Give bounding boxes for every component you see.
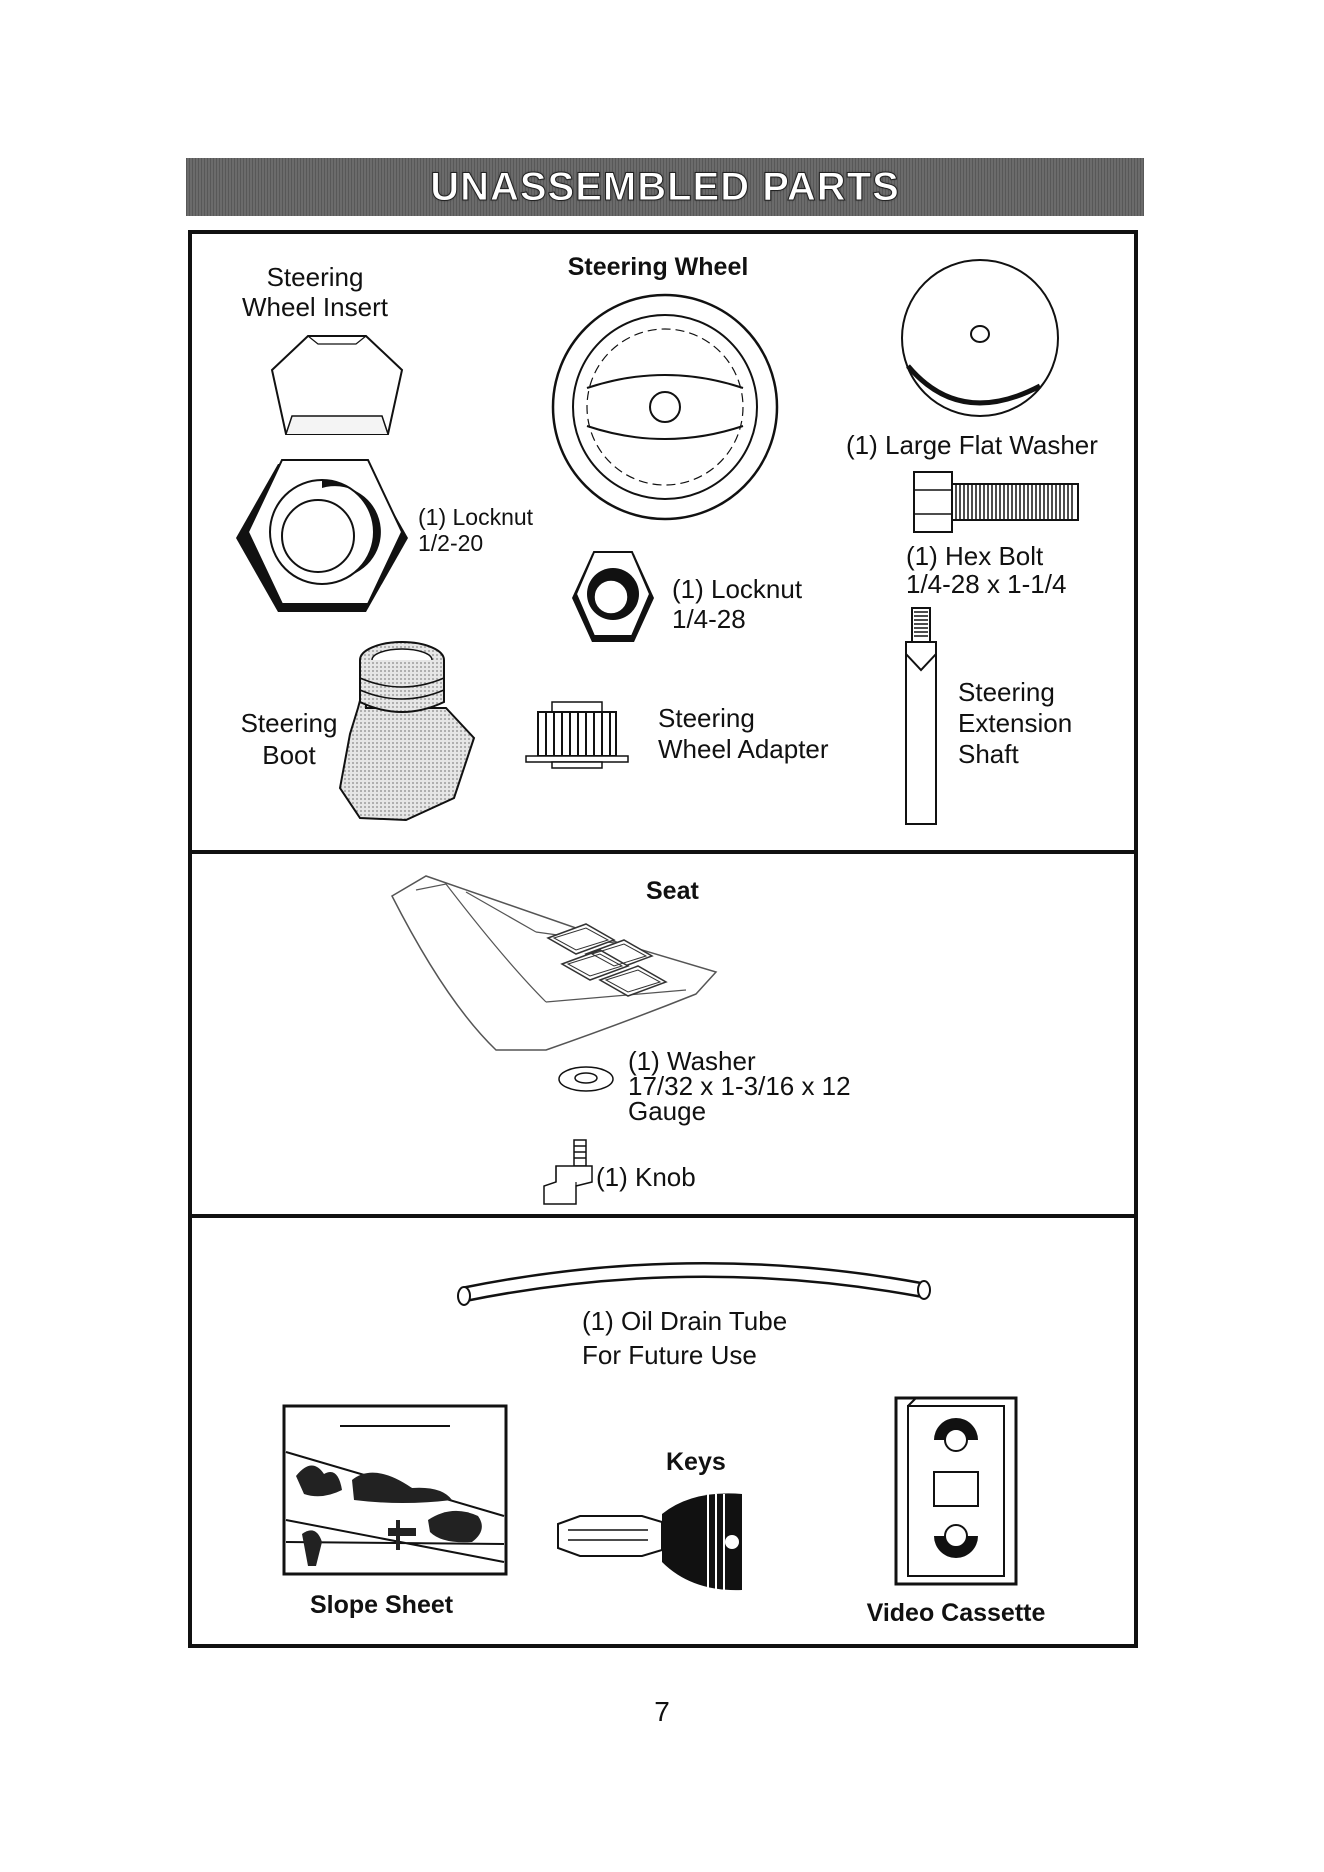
steering-extension-shaft-illustration	[905, 607, 937, 825]
knob-label: (1) Knob	[596, 1162, 696, 1192]
oil-drain-tube-illustration	[457, 1262, 931, 1306]
steering-boot-label: Steering Boot	[240, 708, 338, 770]
steering-wheel-label: Steering Wheel	[567, 253, 749, 281]
steering-boot-illustration	[338, 641, 476, 822]
seat-label: Seat	[646, 877, 699, 905]
slope-sheet-label: Slope Sheet	[310, 1591, 454, 1619]
hex-bolt-illustration	[913, 471, 1079, 533]
washer-illustration	[558, 1066, 614, 1092]
locknut-small-illustration	[572, 551, 654, 642]
parts-frame	[188, 230, 1138, 1648]
section-divider-1	[188, 850, 1138, 854]
locknut-large-label: (1) Locknut 1/2-20	[418, 504, 534, 556]
section-divider-2	[188, 1214, 1138, 1218]
key-illustration	[557, 1493, 742, 1591]
large-flat-washer-illustration	[901, 259, 1059, 417]
slope-sheet-illustration	[282, 1404, 508, 1576]
section-banner: UNASSEMBLED PARTS	[186, 158, 1144, 216]
page-title: UNASSEMBLED PARTS	[430, 164, 900, 209]
oil-drain-tube-label: (1) Oil Drain Tube For Future Use	[582, 1306, 788, 1370]
steering-wheel-insert-label: Steering Wheel Insert	[242, 262, 388, 322]
locknut-large-illustration	[236, 459, 408, 612]
hex-bolt-label: (1) Hex Bolt 1/4-28 x 1-1/4	[906, 541, 1067, 599]
page-number: 7	[654, 1696, 670, 1727]
steering-wheel-illustration	[551, 293, 779, 521]
locknut-small-label: (1) Locknut 1/4-28	[672, 574, 803, 634]
knob-illustration	[543, 1139, 593, 1205]
keys-label: Keys	[666, 1448, 726, 1476]
washer-label: (1) Washer 17/32 x 1-3/16 x 12 Gauge	[628, 1046, 851, 1126]
steering-wheel-adapter-illustration	[525, 701, 629, 769]
steering-extension-shaft-label: Steering Extension Shaft	[958, 677, 1073, 769]
steering-wheel-adapter-label: Steering Wheel Adapter	[658, 703, 829, 764]
seat-illustration	[391, 875, 718, 1051]
video-cassette-label: Video Cassette	[866, 1599, 1046, 1627]
steering-wheel-insert-illustration	[270, 335, 404, 435]
video-cassette-illustration	[894, 1396, 1018, 1586]
large-flat-washer-label: (1) Large Flat Washer	[846, 430, 1098, 460]
